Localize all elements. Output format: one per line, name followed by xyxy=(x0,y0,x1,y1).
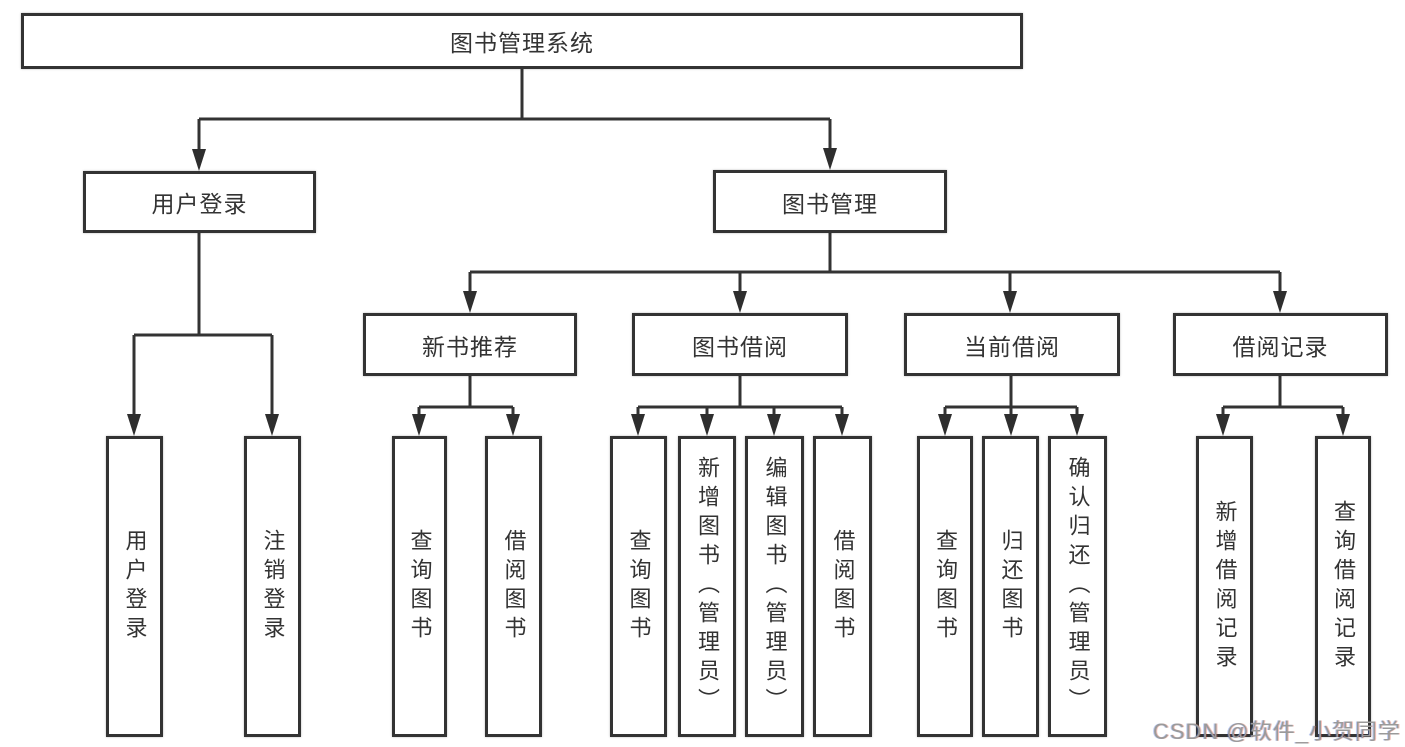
leaf-user-login-label: 用户登录 xyxy=(122,528,148,645)
arrowhead-icon xyxy=(1004,414,1018,436)
arrowhead-icon xyxy=(1003,291,1017,313)
arrowhead-icon xyxy=(1216,414,1230,436)
leaf-edit-book-admin: 编辑图书（管理员） xyxy=(745,436,804,737)
arrowhead-icon xyxy=(463,291,477,313)
node-user-login: 用户登录 xyxy=(83,171,316,233)
arrowhead-icon xyxy=(733,291,747,313)
node-book-management-label: 图书管理 xyxy=(782,190,878,217)
leaf-query-books-current: 查询图书 xyxy=(917,436,973,737)
leaf-add-borrow-record-label: 新增借阅记录 xyxy=(1212,499,1238,674)
leaf-edit-book-admin-label: 编辑图书（管理员） xyxy=(762,456,788,717)
leaf-confirm-return-admin-label: 确认归还（管理员） xyxy=(1065,456,1091,717)
leaf-add-book-admin-label: 新增图书（管理员） xyxy=(695,456,720,717)
arrowhead-icon xyxy=(1070,414,1084,436)
leaf-query-borrow-record-label: 查询借阅记录 xyxy=(1331,499,1356,674)
node-borrow-records-label: 借阅记录 xyxy=(1232,333,1329,360)
node-new-book-recommend-label: 新书推荐 xyxy=(422,333,518,360)
node-book-borrow: 图书借阅 xyxy=(632,313,848,376)
leaf-query-books-borrow-label: 查询图书 xyxy=(626,528,652,645)
leaf-add-borrow-record: 新增借阅记录 xyxy=(1196,436,1253,737)
leaf-confirm-return-admin: 确认归还（管理员） xyxy=(1048,436,1107,737)
arrowhead-icon xyxy=(192,149,206,171)
leaf-return-book: 归还图书 xyxy=(982,436,1039,737)
leaf-query-books-recommend: 查询图书 xyxy=(392,436,447,737)
arrowhead-icon xyxy=(506,414,520,436)
arrowhead-icon xyxy=(265,414,279,436)
watermark: CSDN @软件_小贺同学 xyxy=(1152,719,1401,744)
arrowhead-icon xyxy=(412,414,426,436)
leaf-query-books-current-label: 查询图书 xyxy=(933,528,958,645)
leaf-query-books-borrow: 查询图书 xyxy=(610,436,667,737)
leaf-query-books-recommend-label: 查询图书 xyxy=(407,528,433,645)
arrowhead-icon xyxy=(631,414,645,436)
arrowhead-icon xyxy=(823,148,837,170)
leaf-user-login: 用户登录 xyxy=(106,436,163,737)
leaf-logout-label: 注销登录 xyxy=(260,528,286,645)
arrowhead-icon xyxy=(767,414,781,436)
node-user-login-label: 用户登录 xyxy=(151,191,248,217)
node-current-borrow: 当前借阅 xyxy=(904,313,1120,376)
node-book-management: 图书管理 xyxy=(713,170,947,233)
node-root: 图书管理系统 xyxy=(21,13,1023,69)
leaf-query-borrow-record: 查询借阅记录 xyxy=(1315,436,1371,737)
leaf-borrow-books-recommend: 借阅图书 xyxy=(485,436,542,737)
leaf-add-book-admin: 新增图书（管理员） xyxy=(678,436,736,737)
arrowhead-icon xyxy=(1336,414,1350,436)
node-new-book-recommend: 新书推荐 xyxy=(363,313,577,376)
arrowhead-icon xyxy=(127,414,141,436)
leaf-logout: 注销登录 xyxy=(244,436,301,737)
node-root-label: 图书管理系统 xyxy=(450,30,594,56)
arrowhead-icon xyxy=(938,414,952,436)
leaf-borrow-books: 借阅图书 xyxy=(813,436,872,737)
leaf-borrow-books-label: 借阅图书 xyxy=(830,528,856,645)
leaf-return-book-label: 归还图书 xyxy=(998,528,1024,645)
arrowhead-icon xyxy=(700,414,714,436)
node-current-borrow-label: 当前借阅 xyxy=(964,333,1060,360)
leaf-borrow-books-recommend-label: 借阅图书 xyxy=(501,528,527,645)
arrowhead-icon xyxy=(1273,291,1287,313)
node-book-borrow-label: 图书借阅 xyxy=(692,333,788,360)
arrowhead-icon xyxy=(835,414,849,436)
node-borrow-records: 借阅记录 xyxy=(1173,313,1388,376)
